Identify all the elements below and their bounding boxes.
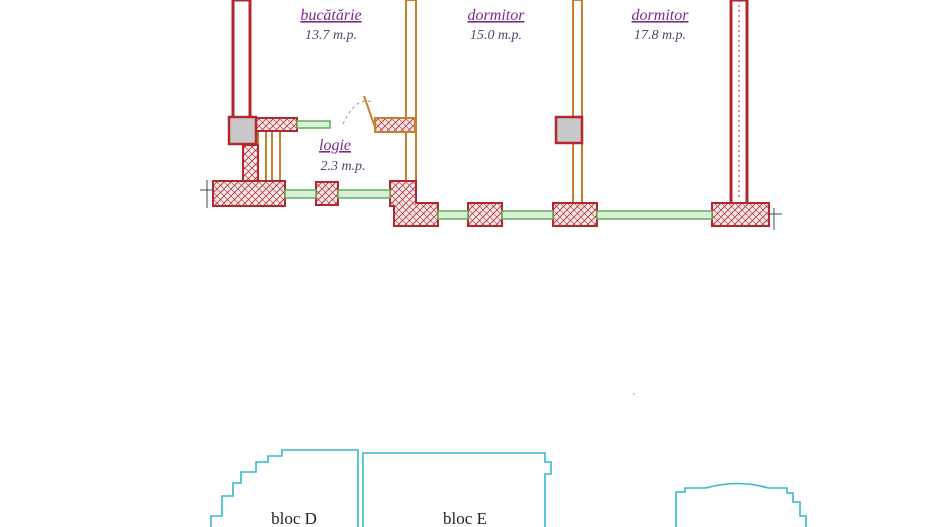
room-name-bedroom-1: dormitor — [468, 7, 526, 24]
partition-logia-left-2 — [271, 129, 281, 183]
partition-logia-left — [257, 129, 267, 183]
windows — [284, 120, 713, 220]
corner-wall-step — [389, 180, 439, 227]
window-bedroom-1 — [437, 210, 469, 220]
window-logia-1 — [284, 189, 317, 199]
room-name-bedroom-2: dormitor — [632, 7, 690, 24]
facade-pier-2 — [552, 202, 598, 227]
door-swing — [342, 95, 377, 131]
columns — [227, 115, 584, 146]
room-area-bedroom-1: 15.0 m.p. — [470, 28, 522, 43]
room-area-logia: 2.3 m.p. — [320, 159, 365, 174]
room-area-kitchen: 13.7 m.p. — [305, 28, 357, 43]
facade-pier-1 — [467, 202, 503, 227]
bloc-f-outline — [675, 482, 807, 527]
partition-bedrooms — [572, 0, 583, 206]
facade-pier-3 — [711, 202, 770, 227]
dimension-ticks — [200, 180, 782, 230]
room-name-kitchen: bucătărie — [300, 7, 361, 24]
wall-left-kitchen — [231, 0, 252, 120]
bloc-e-outline — [362, 452, 552, 527]
site-labels: bloc D bloc E — [271, 509, 487, 527]
room-area-bedroom-2: 17.8 m.p. — [634, 28, 686, 43]
window-bedroom-1b — [501, 210, 554, 220]
hatched-walls — [212, 117, 770, 227]
room-name-logia: logie — [319, 137, 351, 154]
bloc-e-label: bloc E — [443, 509, 487, 527]
column-left — [227, 115, 258, 146]
bloc-d-label: bloc D — [271, 509, 317, 527]
site-plan — [210, 449, 807, 527]
logia-pier-left — [242, 144, 259, 182]
window-logia-2 — [337, 189, 391, 199]
bloc-d-outline — [210, 449, 359, 527]
window-bedroom-2 — [596, 210, 713, 220]
speck — [633, 393, 635, 395]
logia-wall-right-top — [374, 117, 416, 133]
room-labels: bucătărie 13.7 m.p. dormitor 15.0 m.p. d… — [300, 7, 689, 174]
window-kitchen — [296, 120, 331, 129]
logia-parapet-left — [212, 180, 286, 207]
column-middle — [554, 115, 584, 145]
partition-kitchen-bedroom — [405, 0, 417, 121]
kitchen-sill — [254, 117, 298, 132]
logia-post — [315, 181, 339, 206]
